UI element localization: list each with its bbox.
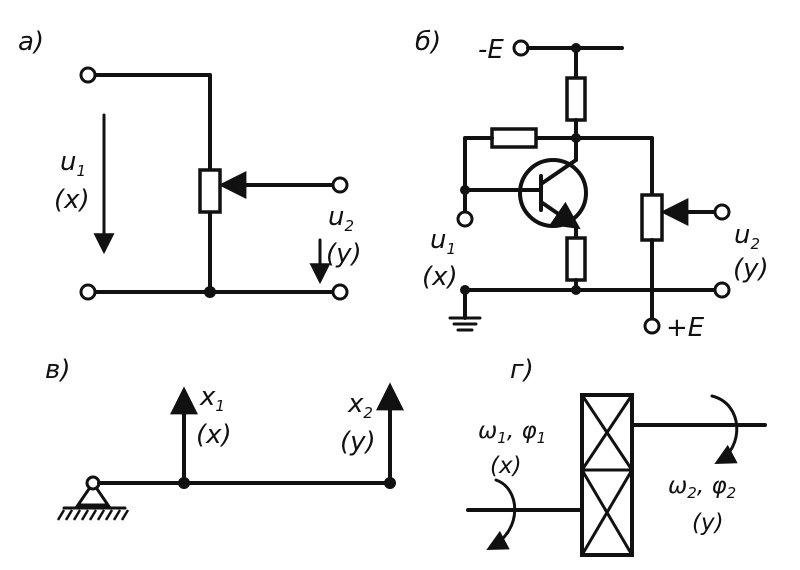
input-terminal-top [79,66,97,84]
output-label: u2 [328,202,354,235]
panel-b-transistor-circuit: б) -E [415,27,769,343]
output-rotation-arrow [710,394,739,464]
collector-resistor [565,76,587,122]
top-wire [90,73,212,172]
output-terminal-bottom [331,283,349,301]
panel-b-tag: б) [415,27,441,57]
ground-hatching [56,509,130,521]
bias-resistor [490,127,538,149]
potentiometer [198,168,222,214]
panel-d-tag: г) [510,355,534,385]
gear-upper-cross [580,393,634,472]
supply-pos-label: +E [666,313,705,343]
output-branch-wire [574,136,654,197]
panel-a-potentiometer: а) u1 (x) u2 (y) [18,27,362,301]
transistor [518,158,588,228]
output-terminal-top [713,203,731,221]
gear-lower-cross [580,468,634,557]
emitter-node [571,285,581,295]
output-terminal-top [331,176,349,194]
supply-pos-terminal [643,317,661,335]
input-var: (x) [54,185,90,215]
input-var: (x) [490,453,522,479]
input-var: (x) [422,262,458,292]
ground-icon [448,316,482,332]
output-var: (y) [340,427,376,457]
output-label: u2 [734,220,760,253]
input-terminal-bottom [79,283,97,301]
input-var: (x) [196,420,232,450]
input-label: ω1, φ1 [478,418,546,447]
supply-neg-label: -E [478,35,504,65]
input-rotation-arrow [486,478,517,550]
panel-c-lever: в) x1 (x) x2 (y) [45,355,404,521]
panel-d-gearbox: г) ω1, φ1 (x) ω2, φ2 (y) [466,355,767,557]
bias-wire-left [463,136,494,192]
emitter-resistor [565,236,587,282]
output-var: (y) [326,239,362,269]
output-label: ω2, φ2 [668,473,736,502]
panel-c-tag: в) [45,355,70,385]
panel-a-tag: а) [18,27,44,57]
output-potentiometer [640,193,664,242]
junction-node [204,286,216,298]
gearbox-housing [580,393,634,557]
pivot-support [75,480,111,507]
transistor-collector [539,158,578,186]
input-terminal [456,210,474,228]
output-label: x2 [347,389,373,422]
output-var: (y) [692,510,724,536]
input-label: x1 [199,382,225,415]
input-label: u1 [60,147,86,180]
output-var: (y) [733,254,769,284]
output-terminal-bottom [713,281,731,299]
transistor-emitter [539,200,581,230]
supply-neg-terminal [512,39,530,57]
input-label: u1 [430,225,456,258]
